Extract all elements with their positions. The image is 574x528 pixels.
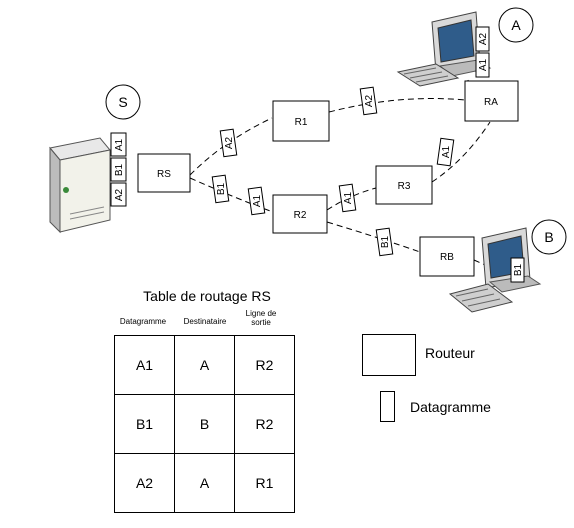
links: [189, 79, 493, 269]
router-rb: [419, 236, 475, 277]
table-header-destination: Destinataire: [183, 317, 227, 326]
datagram-r3-ra: A1: [441, 145, 452, 158]
link-rb-computer-b: [473, 259, 493, 269]
table-cell: B: [174, 394, 235, 454]
table-cell: R1: [234, 453, 295, 513]
datagram-rs-r2-b1: B1: [216, 182, 227, 195]
table-header-datagram: Datagramme: [119, 317, 167, 326]
server-icon: [49, 137, 111, 234]
legend-router-swatch: [362, 334, 416, 376]
datagram-r1-ra: A2: [364, 94, 375, 107]
link-rs-r1: [189, 117, 273, 176]
computer-a-datagram-a2: A2: [478, 32, 489, 45]
source-marker: [105, 84, 141, 120]
dest-a-label: A: [511, 17, 521, 33]
routing-table: A1 A R2 B1 B R2 A2 A R1: [114, 335, 295, 513]
datagram-rs-r2-a1: A1: [252, 194, 263, 207]
table-cell: R2: [234, 394, 295, 454]
table-cell: R2: [234, 335, 295, 395]
table-cell: A2: [114, 453, 175, 513]
link-datagrams: A2 B1 A1 A2 A1 A1 B1: [211, 86, 455, 257]
table-cell: A1: [114, 335, 175, 395]
link-r1-ra: [328, 98, 466, 113]
table-header-output-line: Ligne de sortie: [245, 309, 277, 327]
dest-b-marker: [531, 219, 567, 255]
datagram-rs-r1: A2: [224, 136, 235, 149]
table-row: A1 A R2: [114, 335, 295, 395]
router-r3: [375, 165, 433, 205]
router-rs-label: RS: [157, 169, 171, 180]
table-cell: B1: [114, 394, 175, 454]
link-r2-rb: [326, 221, 421, 253]
router-rs: [137, 153, 191, 193]
computer-a-datagram-stack: A2 A1: [475, 26, 490, 78]
router-ra: [464, 80, 519, 122]
computer-a-icon: [396, 11, 492, 87]
dest-b-label: B: [544, 229, 553, 245]
server-datagram-b1: B1: [114, 163, 125, 176]
datagram-r2-r3: A1: [343, 191, 354, 204]
table-cell: A: [174, 453, 235, 513]
router-r2-label: R2: [294, 210, 307, 221]
router-rb-label: RB: [440, 252, 454, 263]
legend-router-label: Routeur: [425, 345, 475, 361]
table-row: B1 B R2: [114, 394, 295, 454]
source-label: S: [118, 94, 127, 110]
computer-a-datagram-a1: A1: [478, 58, 489, 71]
router-r1: [272, 100, 330, 142]
computer-b-datagram-stack: B1: [510, 257, 525, 283]
server-datagram-stack: A1 B1 A2: [110, 132, 127, 207]
server-datagram-a2: A2: [114, 188, 125, 201]
router-r3-label: R3: [398, 181, 411, 192]
table-row: A2 A R1: [114, 453, 295, 513]
router-r1-label: R1: [295, 117, 308, 128]
router-ra-label: RA: [484, 97, 498, 108]
computer-b-datagram-b1: B1: [513, 263, 524, 276]
link-r2-r3: [326, 187, 377, 211]
table-cell: A: [174, 335, 235, 395]
router-r2: [272, 194, 328, 234]
datagram-r2-rb: B1: [380, 235, 391, 248]
server-datagram-a1: A1: [114, 138, 125, 151]
legend-datagram-label: Datagramme: [410, 399, 491, 415]
link-rs-r2: [189, 177, 274, 213]
routing-table-title: Table de routage RS: [143, 288, 271, 304]
computer-b-icon: [448, 227, 542, 313]
link-r3-ra: [431, 121, 491, 183]
legend-datagram-swatch: [380, 391, 395, 422]
dest-a-marker: [498, 7, 534, 43]
